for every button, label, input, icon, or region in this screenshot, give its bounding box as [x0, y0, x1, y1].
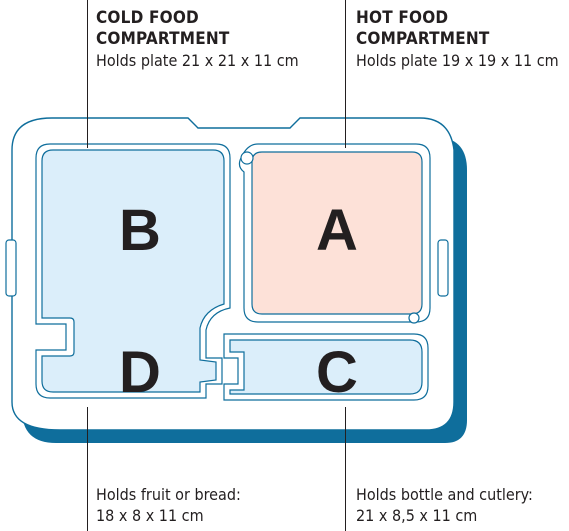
- leader-bottle-cutlery: [345, 407, 346, 531]
- callout-fruit-bread: Holds fruit or bread: 18 x 8 x 11 cm: [96, 484, 241, 526]
- left-clip: [5, 239, 17, 297]
- callout-hot-food-title-1: HOT FOOD: [356, 8, 449, 28]
- callout-hot-food: HOT FOOD COMPARTMENT Holds plate 19 x 19…: [356, 8, 559, 71]
- callout-hot-food-desc: Holds plate 19 x 19 x 11 cm: [356, 51, 559, 70]
- leader-hot-food: [345, 0, 346, 148]
- leader-cold-food: [87, 0, 88, 148]
- callout-cold-food-desc: Holds plate 21 x 21 x 11 cm: [96, 51, 299, 70]
- callout-bottle-cutlery-desc-1: Holds bottle and cutlery:: [356, 485, 533, 504]
- callout-bottle-cutlery: Holds bottle and cutlery: 21 x 8,5 x 11 …: [356, 484, 533, 526]
- callout-cold-food-title-2: COMPARTMENT: [96, 29, 230, 49]
- leader-fruit-bread: [87, 407, 88, 531]
- compartment-b: [41, 149, 225, 393]
- callout-bottle-cutlery-desc-2: 21 x 8,5 x 11 cm: [356, 506, 478, 525]
- compartment-a-notch-2: [408, 312, 420, 324]
- compartment-b-letter: B: [119, 198, 161, 263]
- compartment-a-letter: A: [316, 198, 358, 263]
- right-clip: [437, 239, 449, 297]
- compartment-c: [229, 339, 423, 395]
- callout-cold-food: COLD FOOD COMPARTMENT Holds plate 21 x 2…: [96, 8, 299, 71]
- callout-cold-food-title-1: COLD FOOD: [96, 8, 199, 28]
- callout-fruit-bread-desc-1: Holds fruit or bread:: [96, 485, 241, 504]
- callout-fruit-bread-desc-2: 18 x 8 x 11 cm: [96, 506, 204, 525]
- compartment-c-letter: C: [316, 340, 358, 405]
- callout-hot-food-title-2: COMPARTMENT: [356, 29, 490, 49]
- compartment-a-notch: [240, 151, 254, 165]
- compartment-d-letter: D: [119, 340, 161, 405]
